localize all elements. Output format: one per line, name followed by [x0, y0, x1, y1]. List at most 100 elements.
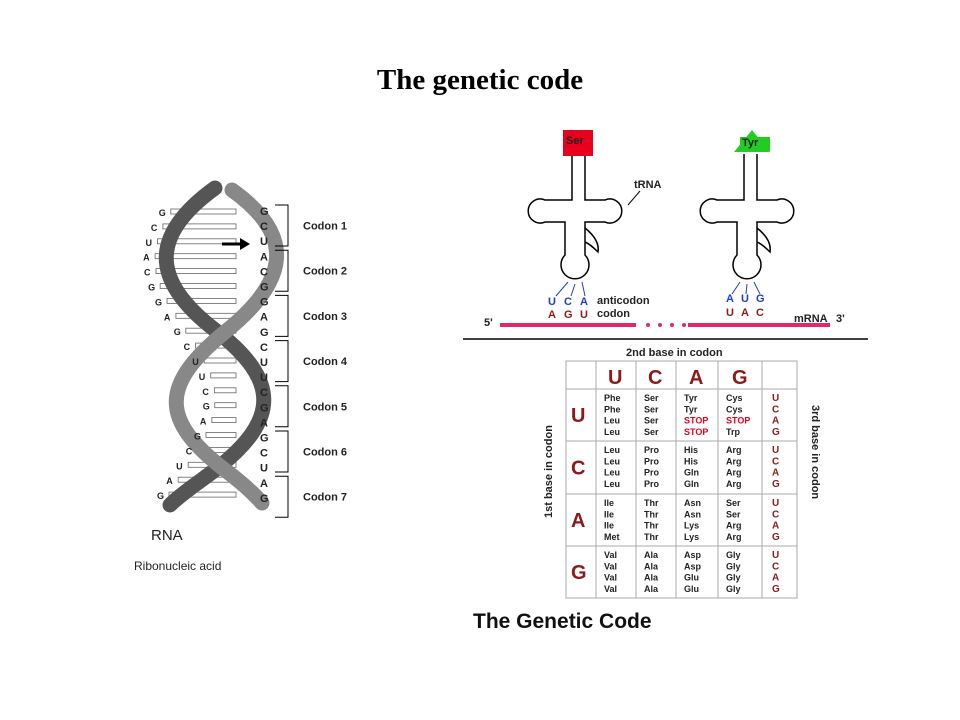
- trna-right: Tyr: [699, 130, 795, 295]
- three-prime-label: 3': [836, 313, 845, 325]
- amino-acid-label: Asn: [684, 498, 701, 508]
- codon-base-letter: U: [260, 236, 268, 248]
- codon-base-letter: G: [260, 493, 269, 505]
- codon-bracket: [275, 385, 289, 428]
- amino-acid-label: Asp: [684, 550, 702, 560]
- helix-backbone-back: [158, 180, 272, 513]
- codon-bracket: [275, 475, 289, 518]
- anticodon-letter: A: [726, 293, 734, 305]
- codon-letter: G: [564, 309, 573, 321]
- amino-acid-label: Pro: [644, 456, 660, 466]
- amino-acid-label: Thr: [644, 509, 659, 519]
- amino-acid-label: Ser: [726, 509, 741, 519]
- helix-base-letter: C: [144, 268, 151, 278]
- second-base-letter: G: [732, 367, 748, 389]
- helix-base-letter: C: [186, 446, 193, 456]
- amino-acid-label: Gln: [684, 468, 699, 478]
- amino-acid-label: Thr: [644, 532, 659, 542]
- helix-base-letter: G: [157, 491, 164, 501]
- base-rung: [211, 417, 237, 424]
- amino-acid-label: Val: [604, 584, 617, 594]
- helix-base-letter: C: [151, 223, 158, 233]
- codon-bracket: [275, 340, 289, 383]
- amino-acid-label: Ala: [644, 573, 659, 583]
- amino-acid-label: Arg: [726, 479, 742, 489]
- codon-label: codon: [597, 308, 630, 320]
- helix-base-letter: G: [159, 208, 166, 218]
- anticodon-letter: U: [741, 293, 749, 305]
- amino-acid-label: Arg: [726, 468, 742, 478]
- helix-base-letter: G: [148, 283, 155, 293]
- codon-base-letter: A: [260, 312, 268, 324]
- amino-acid-label: Arg: [726, 445, 742, 455]
- third-base-letter: G: [772, 584, 780, 595]
- base-rung: [205, 432, 237, 438]
- helix-base-letter: A: [164, 312, 171, 322]
- codon-base-letter: G: [260, 327, 269, 339]
- codon-bracket: [275, 249, 289, 292]
- amino-acid-label: Leu: [604, 468, 620, 478]
- amino-acid-label: Phe: [604, 404, 621, 414]
- amino-acid-label: Leu: [604, 479, 620, 489]
- codon-base-letter: C: [260, 387, 268, 399]
- third-base-letter: U: [772, 445, 779, 456]
- codon-base-letter: C: [260, 221, 268, 233]
- amino-acid-label: Ser: [644, 404, 659, 414]
- third-base-letter: U: [772, 393, 779, 404]
- amino-acid-label: Ile: [604, 509, 614, 519]
- helix-base-letter: A: [143, 253, 150, 263]
- anticodon-letter: U: [548, 296, 556, 308]
- amino-acid-label: Thr: [644, 521, 659, 531]
- amino-acid-label: Gly: [726, 550, 741, 560]
- amino-acid-label: Gly: [726, 561, 741, 571]
- codon-letter: U: [580, 309, 588, 321]
- codon-base-letter: C: [260, 448, 268, 460]
- codon-label: Codon 3: [303, 311, 347, 323]
- amino-acid-label: Gly: [726, 584, 741, 594]
- base-rung: [210, 372, 237, 379]
- codon-label: Codon 7: [303, 492, 347, 504]
- rna-label: RNA: [151, 527, 183, 544]
- base-rung: [214, 402, 237, 409]
- base-rung: [170, 208, 237, 215]
- third-base-header: 3rd base in codon: [809, 405, 821, 499]
- base-rung: [154, 253, 237, 260]
- amino-acid-label: Arg: [726, 521, 742, 531]
- helix-base-letter: G: [174, 327, 181, 337]
- amino-acid-label: Val: [604, 550, 617, 560]
- codon-base-letter: C: [260, 266, 268, 278]
- helix-backbone-front: [168, 182, 285, 511]
- third-base-letter: A: [772, 416, 779, 427]
- amino-acid-label: Ser: [644, 393, 659, 403]
- third-base-letter: C: [772, 509, 779, 520]
- helix-base-letter: U: [199, 372, 206, 382]
- third-base-letter: G: [772, 479, 780, 490]
- amino-acid-label: Ala: [644, 561, 659, 571]
- base-rung: [203, 357, 237, 364]
- amino-acid-label: Ala: [644, 584, 659, 594]
- amino-acid-label: Val: [604, 573, 617, 583]
- amino-acid-label: Tyr: [684, 393, 698, 403]
- first-base-letter: C: [571, 458, 585, 480]
- amino-acid-label: Glu: [684, 573, 699, 583]
- amino-acid-label: STOP: [684, 416, 708, 426]
- page-title: The genetic code: [376, 64, 584, 96]
- anticodon-label: anticodon: [597, 295, 650, 307]
- codon-label: Codon 2: [303, 266, 347, 278]
- base-rung: [162, 223, 237, 230]
- codon-base-letter: G: [260, 433, 269, 445]
- first-base-letter: U: [571, 405, 585, 427]
- third-base-letter: G: [772, 532, 780, 543]
- amino-acid-label: Phe: [604, 393, 621, 403]
- five-prime-label: 5': [484, 317, 493, 329]
- codon-base-letter: G: [260, 282, 269, 294]
- genetic-code-caption: The Genetic Code: [473, 610, 652, 633]
- third-base-letter: G: [772, 427, 780, 438]
- codon-label: Codon 4: [303, 356, 348, 368]
- arrow-icon: [222, 238, 250, 250]
- codon-base-letter: A: [260, 417, 268, 429]
